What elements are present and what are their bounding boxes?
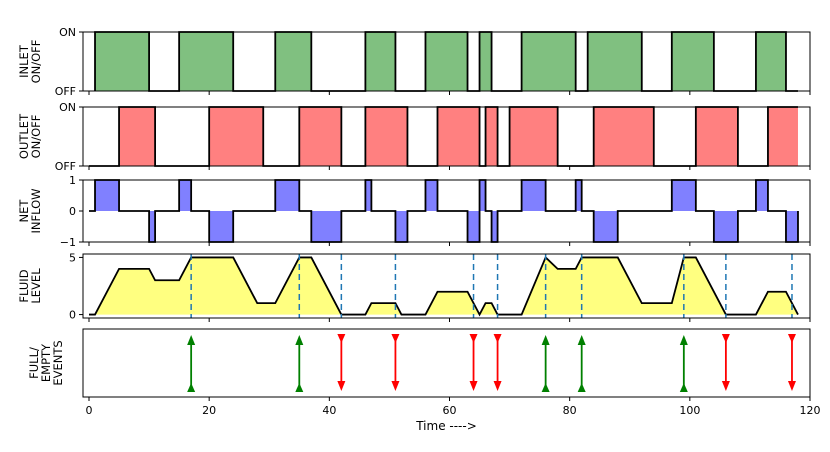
arrow-tail bbox=[493, 334, 502, 343]
y-axis-label-line: FLUID bbox=[17, 269, 31, 302]
y-tick-label: −1 bbox=[60, 236, 76, 249]
x-tick-label: 20 bbox=[202, 404, 216, 417]
series-fill-inlet bbox=[95, 32, 798, 91]
empty-event-arrow bbox=[391, 334, 400, 391]
arrow-head bbox=[295, 335, 304, 345]
panel-frame bbox=[82, 106, 811, 167]
arrow-head bbox=[469, 381, 478, 391]
y-tick-label: 5 bbox=[69, 251, 76, 264]
arrow-tail bbox=[295, 383, 304, 392]
empty-event-arrow bbox=[469, 334, 478, 391]
empty-event-arrow bbox=[493, 334, 502, 391]
arrow-tail bbox=[721, 334, 730, 343]
y-axis-label-line: EMPTY bbox=[39, 343, 53, 382]
full-event-arrow bbox=[679, 335, 688, 392]
arrow-head bbox=[541, 335, 550, 345]
x-tick-label: 40 bbox=[322, 404, 336, 417]
arrow-head bbox=[721, 381, 730, 391]
y-axis-label-line: EVENTS bbox=[51, 340, 65, 385]
series-line-net bbox=[89, 179, 799, 243]
full-event-arrow bbox=[541, 335, 550, 392]
panel-frame bbox=[82, 253, 811, 319]
panel-frame bbox=[82, 31, 811, 92]
panels-layer: OFFONINLETON/OFFOFFONOUTLETON/OFF−101NET… bbox=[17, 26, 811, 401]
y-tick-label: ON bbox=[59, 26, 76, 39]
arrow-head bbox=[493, 381, 502, 391]
arrow-tail bbox=[787, 334, 796, 343]
y-tick-label: 0 bbox=[69, 309, 76, 322]
y-tick-label: OFF bbox=[55, 85, 76, 98]
arrow-tail bbox=[679, 383, 688, 392]
y-axis-label-line: ON/OFF bbox=[29, 115, 43, 159]
y-tick-label: 1 bbox=[69, 174, 76, 187]
y-tick-label: 0 bbox=[69, 205, 76, 218]
y-axis-label-line: OUTLET bbox=[17, 113, 31, 159]
arrow-head bbox=[391, 381, 400, 391]
y-axis-label-line: ON/OFF bbox=[29, 40, 43, 84]
series-fill-outlet bbox=[89, 107, 798, 166]
arrow-tail bbox=[541, 383, 550, 392]
arrow-head bbox=[337, 381, 346, 391]
x-tick-label: 100 bbox=[679, 404, 700, 417]
arrow-tail bbox=[337, 334, 346, 343]
x-tick-label: 120 bbox=[800, 404, 821, 417]
x-tick-label: 80 bbox=[563, 404, 577, 417]
full-event-arrow bbox=[187, 335, 196, 392]
arrow-tail bbox=[187, 383, 196, 392]
arrow-tail bbox=[469, 334, 478, 343]
y-axis-label-line: INFLOW bbox=[29, 188, 43, 233]
x-axis: Time ----> 0 20 40 60 80 100 120 bbox=[86, 404, 821, 433]
arrow-head bbox=[577, 335, 586, 345]
empty-event-arrow bbox=[787, 334, 796, 391]
arrow-tail bbox=[391, 334, 400, 343]
arrow-head bbox=[187, 335, 196, 345]
x-axis-label: Time ----> bbox=[415, 419, 477, 433]
full-event-arrow bbox=[577, 335, 586, 392]
series-fill-net bbox=[89, 180, 798, 242]
x-tick-label: 60 bbox=[443, 404, 457, 417]
full-event-arrow bbox=[295, 335, 304, 392]
y-axis-label-line: LEVEL bbox=[29, 268, 43, 304]
y-axis-label-line: NET bbox=[17, 199, 31, 223]
series-line-level bbox=[89, 255, 799, 317]
y-axis-label-line: FULL/ bbox=[27, 347, 41, 379]
panel-frame bbox=[82, 328, 811, 398]
arrow-head bbox=[787, 381, 796, 391]
x-tick-label: 0 bbox=[86, 404, 93, 417]
arrow-head bbox=[679, 335, 688, 345]
empty-event-arrow bbox=[337, 334, 346, 391]
arrow-tail bbox=[577, 383, 586, 392]
y-tick-label: ON bbox=[59, 101, 76, 114]
y-tick-label: OFF bbox=[55, 160, 76, 173]
series-fill-level bbox=[89, 257, 798, 315]
empty-event-arrow bbox=[721, 334, 730, 391]
y-axis-label-line: INLET bbox=[17, 44, 31, 78]
